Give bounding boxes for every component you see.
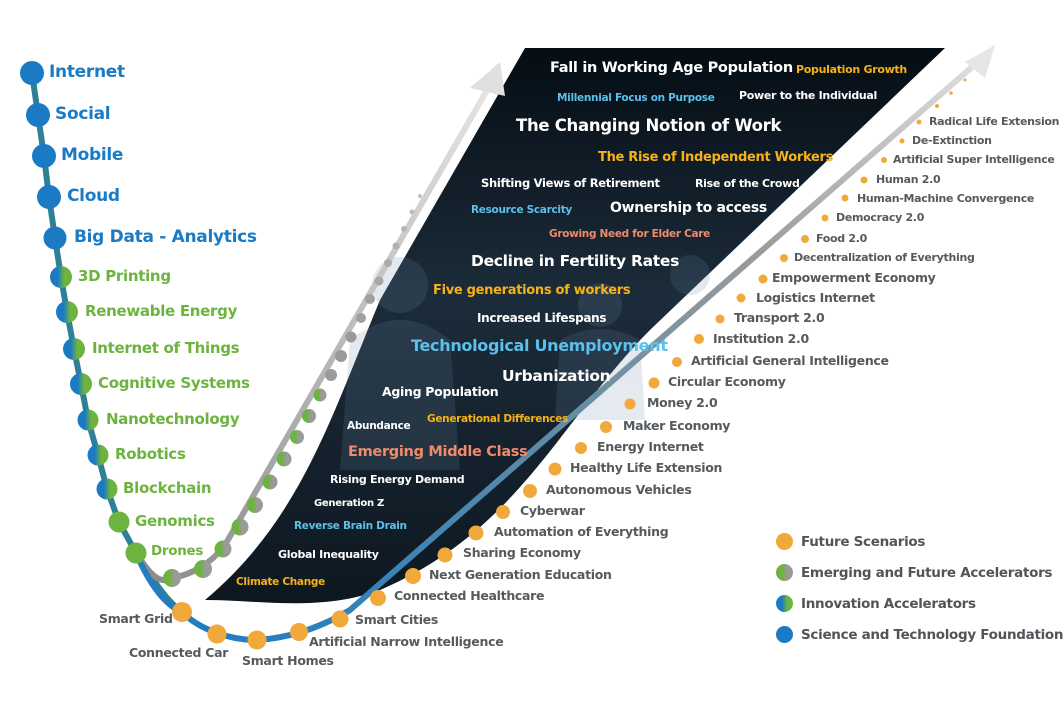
trend-elder-care: Growing Need for Elder Care (549, 228, 711, 240)
trend-independent-workers: The Rise of Independent Workers (598, 150, 834, 165)
label-radical-life-extension: Radical Life Extension (929, 115, 1060, 128)
blue-green-dot-icon (776, 595, 793, 612)
legend-item-future-scenarios: Future Scenarios (776, 526, 1063, 557)
trend-views-retirement: Shifting Views of Retirement (481, 176, 660, 190)
label-de-extinction: De-Extinction (912, 134, 992, 147)
label-sharing-economy: Sharing Economy (463, 545, 581, 560)
label-smart-grid: Smart Grid (99, 611, 173, 626)
label-automation: Automation of Everything (494, 524, 669, 539)
label-empowerment-economy: Empowerment Economy (772, 270, 936, 285)
innovation-dots (50, 266, 147, 564)
legend-label: Science and Technology Foundation (801, 626, 1064, 643)
trend-generation-z: Generation Z (314, 498, 384, 509)
trend-energy-demand: Rising Energy Demand (330, 473, 465, 486)
label-mobile: Mobile (61, 145, 124, 165)
trend-power-individual: Power to the Individual (739, 89, 878, 102)
label-democracy-2: Democracy 2.0 (836, 211, 925, 224)
legend-item-innovation-accelerators: Innovation Accelerators (776, 588, 1063, 619)
label-maker-economy: Maker Economy (623, 418, 731, 433)
trend-abundance: Abundance (347, 420, 411, 432)
label-energy-internet: Energy Internet (597, 439, 704, 454)
label-logistics-internet: Logistics Internet (756, 290, 875, 305)
label-robotics: Robotics (115, 445, 186, 463)
trend-five-generations: Five generations of workers (433, 283, 631, 298)
label-genomics: Genomics (135, 512, 215, 530)
trend-reverse-brain-drain: Reverse Brain Drain (294, 520, 407, 532)
trend-resource-scarcity: Resource Scarcity (471, 204, 572, 216)
label-decentralization: Decentralization of Everything (794, 251, 975, 264)
label-blockchain: Blockchain (123, 479, 212, 497)
foundation-dots (20, 61, 67, 250)
trend-global-inequality: Global Inequality (278, 548, 379, 561)
trends-wedge (205, 48, 945, 604)
blue-dot-icon (776, 626, 793, 643)
label-drones: Drones (151, 543, 204, 559)
label-next-gen-education: Next Generation Education (429, 567, 612, 582)
emerging-dots (163, 194, 422, 587)
label-food-2: Food 2.0 (816, 232, 867, 245)
trend-climate-change: Climate Change (236, 576, 325, 588)
trend-ownership-access: Ownership to access (610, 200, 767, 216)
legend-label: Future Scenarios (801, 533, 926, 550)
label-human-machine-convergence: Human-Machine Convergence (857, 192, 1035, 205)
trend-generational-differences: Generational Differences (427, 413, 568, 425)
label-money-2: Money 2.0 (647, 395, 718, 410)
label-healthy-life-extension: Healthy Life Extension (570, 460, 723, 475)
trend-rise-crowd: Rise of the Crowd (695, 177, 800, 190)
label-internet: Internet (49, 62, 125, 82)
trend-aging-population: Aging Population (382, 384, 499, 399)
label-cyberwar: Cyberwar (520, 503, 585, 518)
label-smart-homes: Smart Homes (242, 653, 334, 668)
trend-fertility-rates: Decline in Fertility Rates (471, 252, 679, 270)
label-social: Social (55, 104, 111, 124)
legend-label: Innovation Accelerators (801, 595, 976, 612)
crowd-silhouette (340, 255, 710, 470)
label-circular-economy: Circular Economy (668, 374, 786, 389)
legend: Future Scenarios Emerging and Future Acc… (776, 526, 1064, 650)
label-connected-car: Connected Car (129, 645, 229, 660)
label-cloud: Cloud (67, 186, 120, 206)
label-iot: Internet of Things (92, 339, 240, 357)
label-asi: Artificial Super Intelligence (893, 153, 1055, 166)
legend-label: Emerging and Future Accelerators (801, 564, 1053, 581)
legend-item-emerging-accelerators: Emerging and Future Accelerators (776, 557, 1063, 588)
trend-millennial-focus: Millennial Focus on Purpose (557, 92, 715, 104)
trend-population-growth: Population Growth (796, 63, 907, 76)
trend-fall-working-age: Fall in Working Age Population (550, 60, 793, 76)
trend-middle-class: Emerging Middle Class (348, 444, 528, 460)
label-connected-healthcare: Connected Healthcare (394, 588, 545, 603)
trend-lifespans: Increased Lifespans (477, 311, 607, 325)
trend-changing-notion-work: The Changing Notion of Work (516, 116, 782, 135)
label-human-2: Human 2.0 (876, 173, 941, 186)
label-institution-2: Institution 2.0 (713, 331, 809, 346)
label-smart-cities: Smart Cities (355, 612, 438, 627)
label-renewable-energy: Renewable Energy (85, 302, 238, 320)
legend-item-science-foundation: Science and Technology Foundation (776, 619, 1064, 650)
future-arrowhead (965, 45, 995, 78)
label-nanotechnology: Nanotechnology (106, 410, 240, 428)
label-transport-2: Transport 2.0 (734, 310, 825, 325)
future-dots (172, 78, 967, 650)
label-agi: Artificial General Intelligence (691, 353, 889, 368)
trend-urbanization: Urbanization (502, 367, 611, 385)
green-gray-dot-icon (776, 564, 793, 581)
orange-dot-icon (776, 533, 793, 550)
label-cognitive-systems: Cognitive Systems (98, 374, 250, 392)
label-big-data: Big Data - Analytics (74, 227, 257, 247)
label-autonomous-vehicles: Autonomous Vehicles (546, 482, 692, 497)
label-3d-printing: 3D Printing (78, 267, 171, 285)
trend-tech-unemployment: Technological Unemployment (411, 336, 668, 355)
label-ani: Artificial Narrow Intelligence (309, 634, 504, 649)
